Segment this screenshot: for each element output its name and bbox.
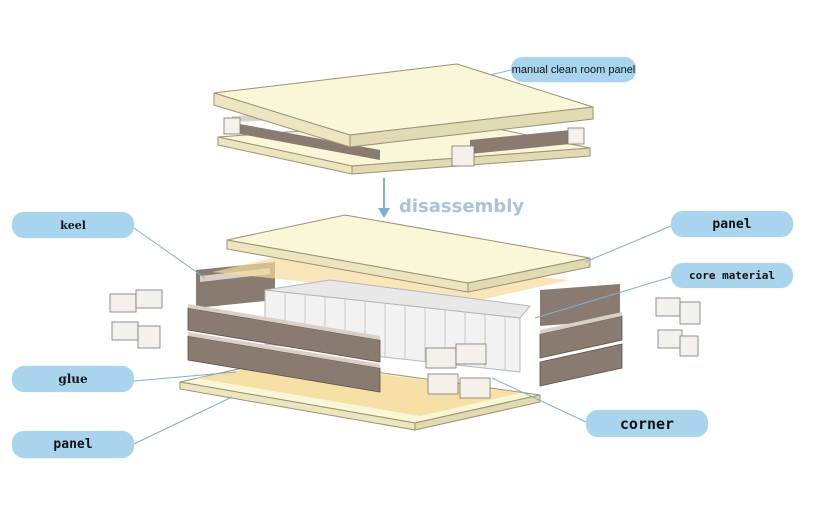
exploded-bottom-panel <box>179 358 541 431</box>
core-top <box>264 279 531 319</box>
corner-right-a <box>655 297 681 317</box>
disassembly-text: disassembly <box>399 196 525 217</box>
leader-core <box>534 276 672 319</box>
corner-right-b <box>679 301 701 325</box>
label-core-material: core material <box>671 263 793 288</box>
leader-corner <box>491 377 587 423</box>
keel-right-lower <box>539 343 623 387</box>
assembled-corner-a <box>223 117 241 135</box>
corner-left-d <box>137 325 161 349</box>
corner-pieces-center <box>425 343 491 399</box>
keel-front-lower-light <box>188 332 380 368</box>
keel-right-upper <box>539 315 623 359</box>
corner-center-d <box>459 377 491 399</box>
assembled-corner-b <box>451 145 475 167</box>
label-glue: glue <box>12 366 134 392</box>
leader-title <box>489 69 512 76</box>
top-panel-side2 <box>467 257 591 293</box>
leader-panel-bottom <box>133 396 233 445</box>
keel-front-lower <box>187 335 381 393</box>
assembled-panel <box>213 63 594 175</box>
label-panel-top: panel <box>671 211 793 237</box>
leader-glue <box>133 371 237 382</box>
label-panel-bottom: panel <box>12 431 134 458</box>
corner-pieces-right <box>655 297 701 357</box>
exploded-top-panel <box>226 214 591 293</box>
corner-right-d <box>679 335 699 357</box>
corner-right-c <box>657 329 683 349</box>
label-manual-clean-room-panel: manual clean room panel <box>511 57 636 82</box>
bottom-panel-side2 <box>414 394 541 431</box>
corner-left-c <box>111 321 139 341</box>
label-corner: corner <box>586 410 708 437</box>
corner-pieces-left <box>109 289 163 349</box>
keel-back-right <box>540 284 620 326</box>
keel-right-light <box>540 312 622 334</box>
label-keel: keel <box>12 212 134 238</box>
corner-left-b <box>135 289 163 309</box>
corner-left-a <box>109 293 137 313</box>
assembled-corner-c <box>567 127 585 145</box>
keel-front <box>187 304 623 393</box>
keel-front-upper-light <box>188 304 380 340</box>
corner-center-b <box>455 343 487 365</box>
glue-layer <box>196 362 520 416</box>
disassembly-arrow-head <box>378 208 390 218</box>
corner-center-a <box>425 347 457 369</box>
assembled-keel-right <box>470 130 570 154</box>
assembled-keel-left <box>240 124 380 160</box>
keel-front-upper <box>187 307 381 363</box>
leader-panel-top <box>584 225 672 263</box>
corner-center-c <box>427 373 459 395</box>
assembled-top-plate-side2 <box>349 106 594 148</box>
leader-keel <box>133 227 206 279</box>
